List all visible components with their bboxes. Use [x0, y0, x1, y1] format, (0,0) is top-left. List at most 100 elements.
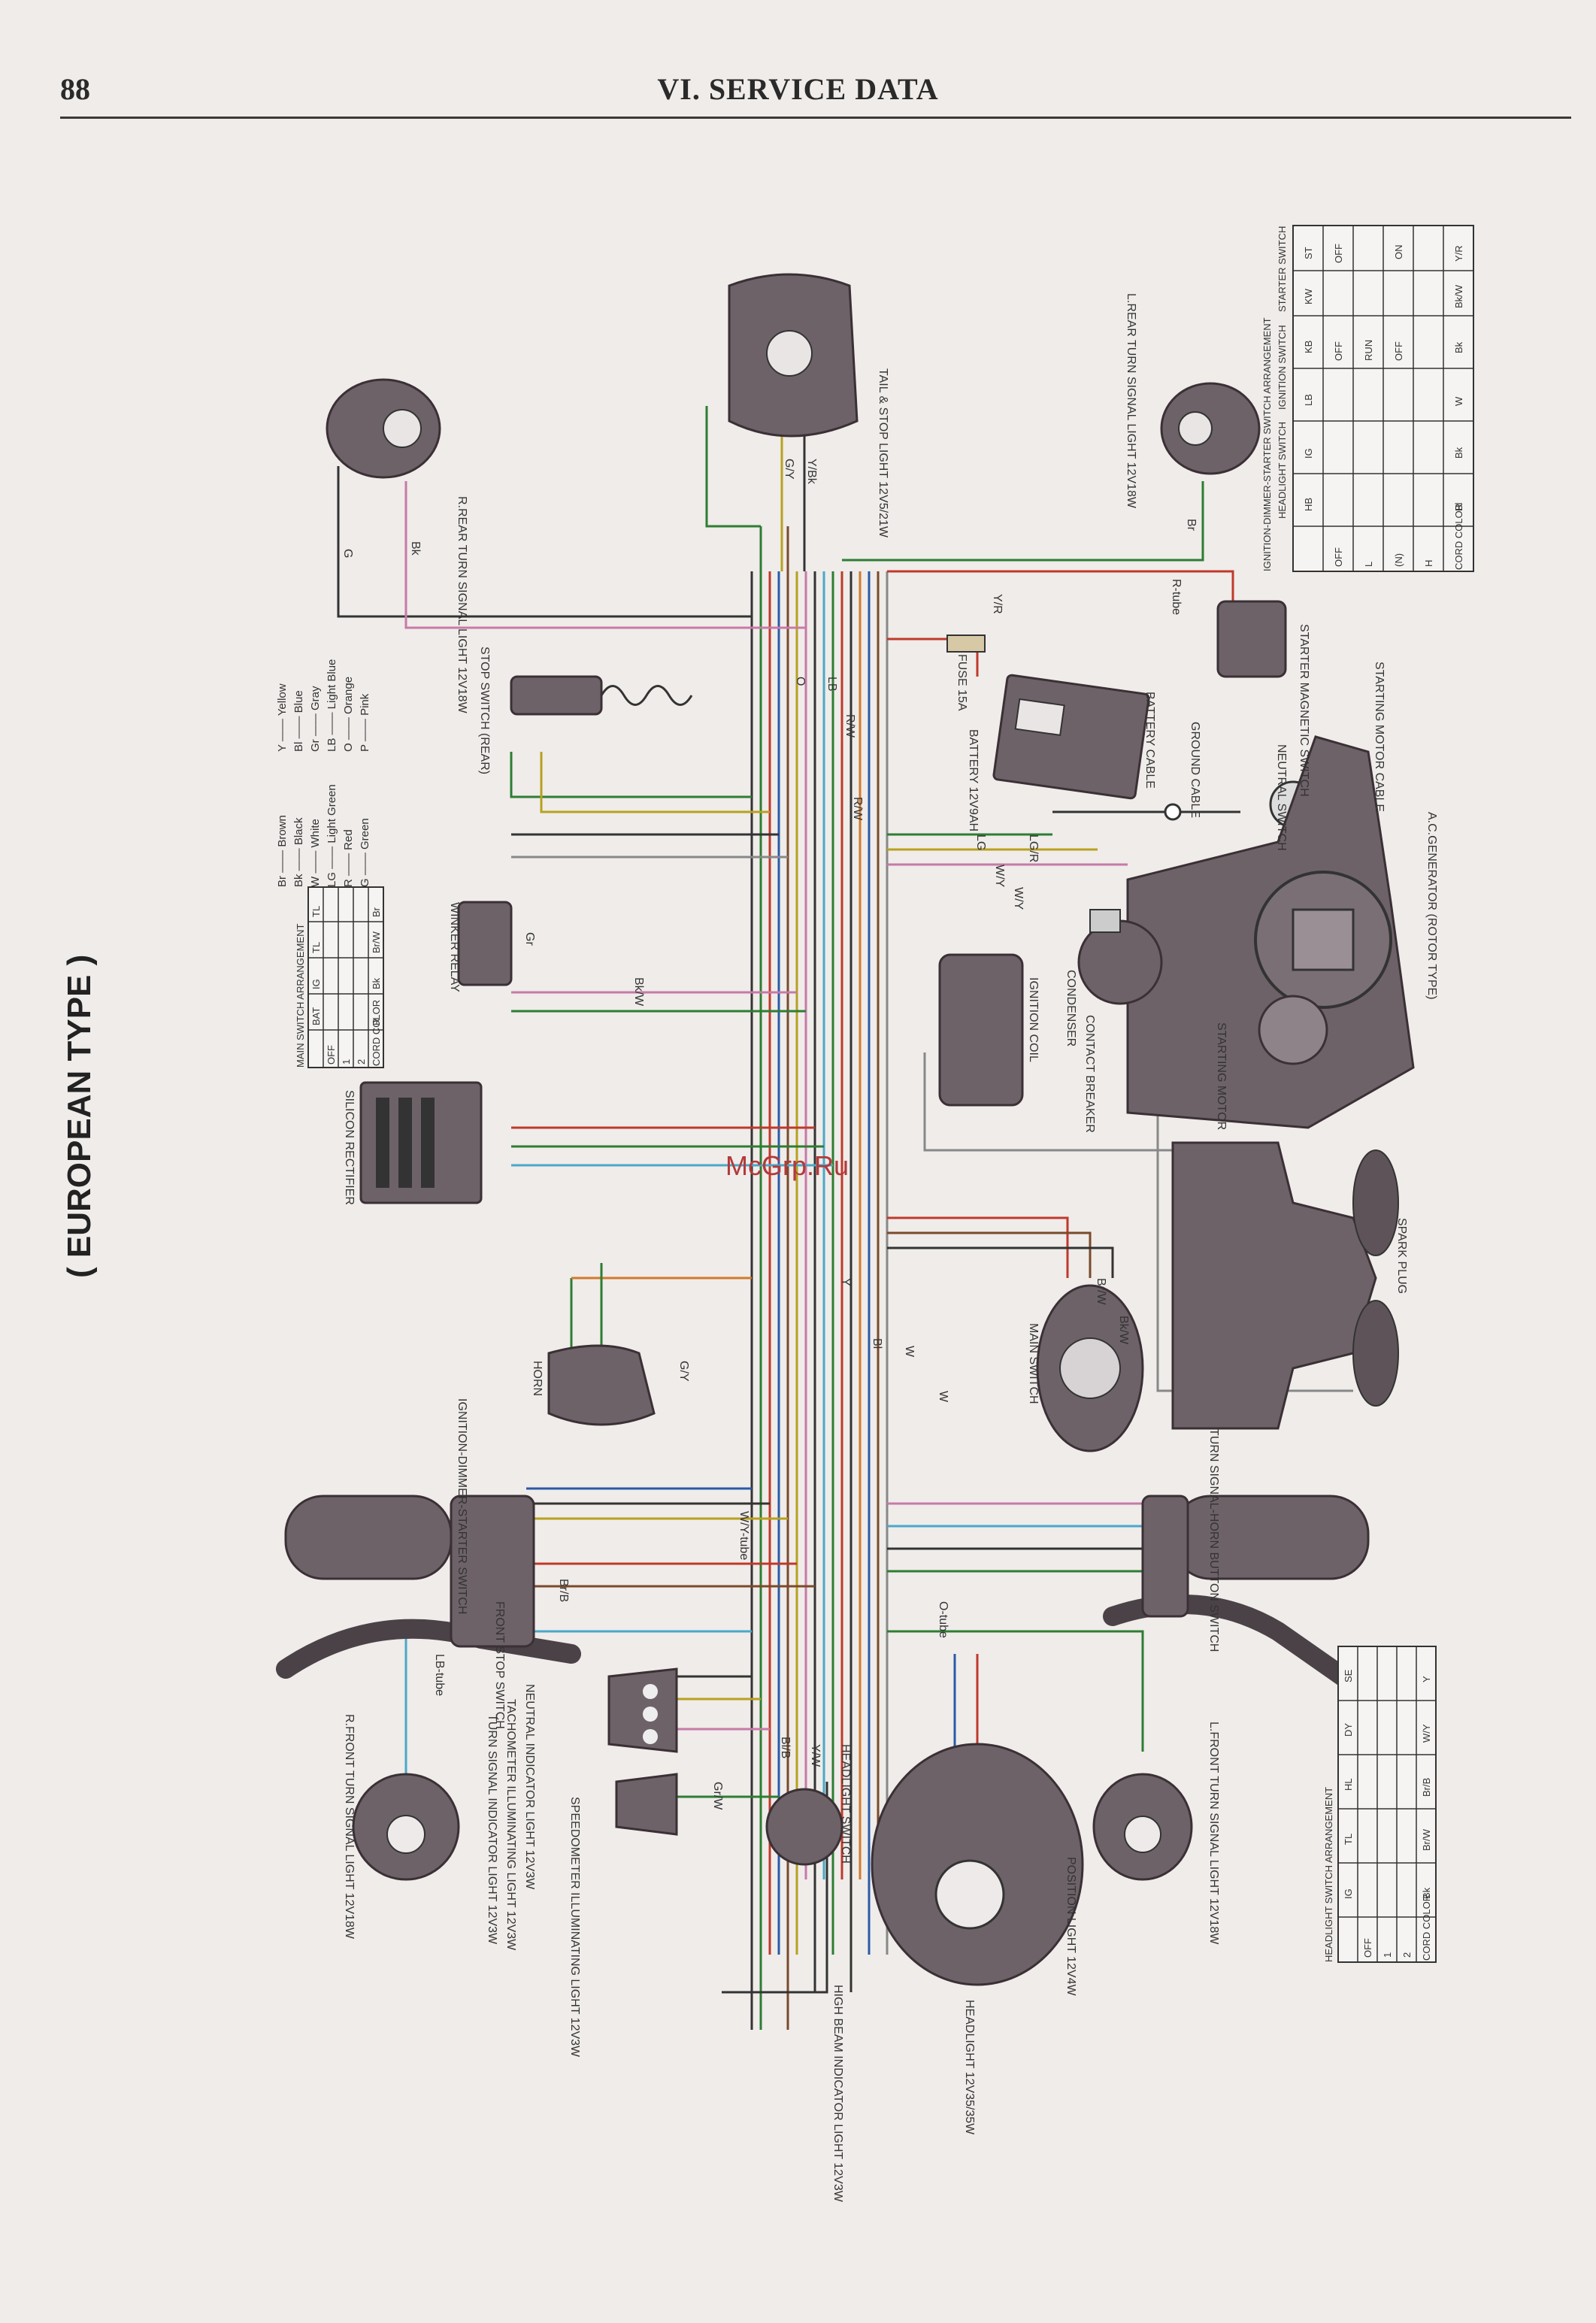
wire-code-25: Br/B	[557, 1579, 570, 1602]
ignition-coil	[938, 953, 1024, 1107]
legend-11: G —— Green	[359, 818, 371, 887]
hl-h1: IG	[1343, 1888, 1354, 1899]
ids-sub-2: STARTER SWITCH	[1276, 226, 1288, 312]
hl-r3: CORD COLOR	[1421, 1894, 1432, 1961]
wire-code-12: Br/W	[1095, 1278, 1107, 1305]
ground-cable	[1164, 803, 1182, 821]
turn-signal-horn-switch	[1141, 1495, 1189, 1618]
label-front-stop-switch: FRONT STOP SWITCH	[493, 1601, 506, 1729]
ids-h1: HB	[1303, 498, 1314, 511]
watermark: McGrp.Ru	[725, 1150, 849, 1181]
starter-magnetic-switch	[1216, 600, 1287, 678]
wire-code-15: LG/R	[1027, 834, 1040, 862]
hl-r0: OFF	[1362, 1938, 1373, 1958]
label-horn: HORN	[531, 1361, 544, 1396]
winker-relay	[457, 901, 513, 986]
ids-h2: IG	[1303, 448, 1314, 459]
wire-code-20: R/W	[851, 797, 864, 821]
wire-code-23: O-tube	[937, 1601, 949, 1638]
ids-h5: KW	[1303, 288, 1314, 304]
main-switch	[1036, 1284, 1144, 1452]
ids-table-title: IGNITION-DIMMER-STARTER SWITCH ARRANGEME…	[1261, 317, 1273, 571]
page-number: 88	[60, 72, 90, 106]
label-rear-turn-l: L.REAR TURN SIGNAL LIGHT 12V18W	[1125, 293, 1137, 509]
main-switch-r3: CORD COLOR	[371, 1000, 382, 1066]
hl-h5: SE	[1343, 1669, 1354, 1682]
wire-code-21: W/Y-tube	[737, 1511, 750, 1560]
wire-code-13: R-tube	[1170, 579, 1183, 615]
ids-r3: H	[1423, 560, 1434, 567]
label-speedometer-illum: SPEEDOMETER ILLUMINATING LIGHT 12V3W	[568, 1797, 581, 2058]
ids-c3: W	[1453, 396, 1464, 406]
ids-r1-kb: RUN	[1363, 340, 1374, 361]
main-switch-r0: OFF	[326, 1045, 337, 1065]
label-spark-plug: SPARK PLUG	[1395, 1218, 1408, 1294]
wire-code-6: O	[794, 677, 807, 686]
label-ids-switch: IGNITION-DIMMER-STARTER SWITCH	[456, 1398, 468, 1614]
main-switch-h3: TL	[310, 942, 322, 953]
ids-h4: KB	[1303, 341, 1314, 353]
wire-stop-2	[540, 752, 770, 813]
legend-0: Y —— Yellow	[276, 683, 289, 752]
main-switch-c2: Bk	[371, 977, 382, 989]
wire-main-2	[887, 1231, 1092, 1278]
ids-r2-kb: OFF	[1393, 341, 1404, 361]
label-ignition-coil: IGNITION COIL	[1027, 977, 1040, 1062]
headlight-switch-table: HEADLIGHT SWITCH ARRANGEMENT IG TL HL DY…	[1323, 1646, 1437, 1963]
main-switch-h1: BAT	[310, 1007, 322, 1025]
label-main-switch: MAIN SWITCH	[1027, 1323, 1040, 1404]
label-turn-signal-horn: TURN SIGNAL-HORN BUTTON SWITCH	[1207, 1428, 1220, 1652]
label-fuse: FUSE 15A	[955, 654, 968, 711]
ids-c6: Y/R	[1453, 245, 1464, 262]
headlight	[871, 1743, 1084, 1986]
wire-code-28: Bk/W	[632, 977, 645, 1007]
wire-main-3	[887, 1246, 1114, 1278]
ids-r0: OFF	[1333, 547, 1344, 567]
label-front-turn-r: R.FRONT TURN SIGNAL LIGHT 12V18W	[343, 1714, 356, 1940]
wire-code-30: W	[937, 1391, 949, 1403]
hl-c4: W/Y	[1421, 1724, 1432, 1743]
wire-front-l	[887, 1630, 1144, 1752]
ids-h6: ST	[1303, 247, 1314, 259]
legend-4: O —— Orange	[342, 677, 355, 752]
wire-code-27: Y/W	[809, 1744, 822, 1767]
label-starting-motor-cable: STARTING MOTOR CABLE	[1373, 662, 1386, 812]
legend-1: Bl —— Blue	[292, 690, 305, 752]
label-headlight: HEADLIGHT 12V35/35W	[963, 2000, 976, 2135]
wire-code-11: W	[903, 1346, 916, 1358]
wire-code-7: LB	[825, 677, 838, 692]
legend-3: LB —— Light Blue	[326, 659, 338, 752]
horn	[547, 1344, 656, 1426]
label-starter-magnetic: STARTER MAGNETIC SWITCH	[1298, 624, 1310, 797]
label-starting-motor: STARTING MOTOR	[1215, 1022, 1228, 1130]
main-switch-h2: IG	[310, 979, 322, 989]
label-front-turn-l: L.FRONT TURN SIGNAL LIGHT 12V18W	[1207, 1722, 1220, 1945]
ids-h3: LB	[1303, 394, 1314, 406]
wire-rear-l	[842, 481, 1204, 562]
legend-8: W —— White	[309, 819, 322, 887]
wire-code-18: G/Y	[677, 1361, 690, 1382]
indicator-lights	[607, 1667, 678, 1836]
wire-code-4: Br	[1185, 519, 1198, 532]
hl-c5: Y	[1421, 1676, 1432, 1682]
ids-sub-1: IGNITION SWITCH	[1276, 325, 1288, 410]
main-switch-r2: 2	[356, 1059, 367, 1065]
legend-7: Bk —— Black	[292, 817, 305, 887]
starting-motor	[1258, 995, 1328, 1065]
label-condenser: CONDENSER	[1065, 970, 1077, 1046]
hl-h2: TL	[1343, 1834, 1354, 1845]
main-switch-h4: TL	[310, 906, 322, 917]
wire-code-22: LB-tube	[433, 1654, 446, 1696]
wire-code-14: W/Y	[993, 865, 1006, 888]
ids-r0-st: OFF	[1333, 244, 1344, 263]
label-headlight-switch: HEADLIGHT SWITCH	[839, 1744, 852, 1864]
ignition-dimmer-starter-table: IGNITION-DIMMER-STARTER SWITCH ARRANGEME…	[1261, 225, 1474, 572]
wire-code-1: G/Y	[783, 459, 795, 480]
label-turn-indicator: TURN SIGNAL INDICATOR LIGHT 12V3W	[486, 1714, 498, 1945]
ac-generator	[1126, 735, 1415, 1129]
wire-code-16: Gr	[523, 932, 536, 946]
legend-9: LG —— Light Green	[326, 784, 338, 887]
wire-code-2: Y/Bk	[805, 459, 818, 485]
main-switch-table-title: MAIN SWITCH ARRANGEMENT	[295, 924, 306, 1068]
